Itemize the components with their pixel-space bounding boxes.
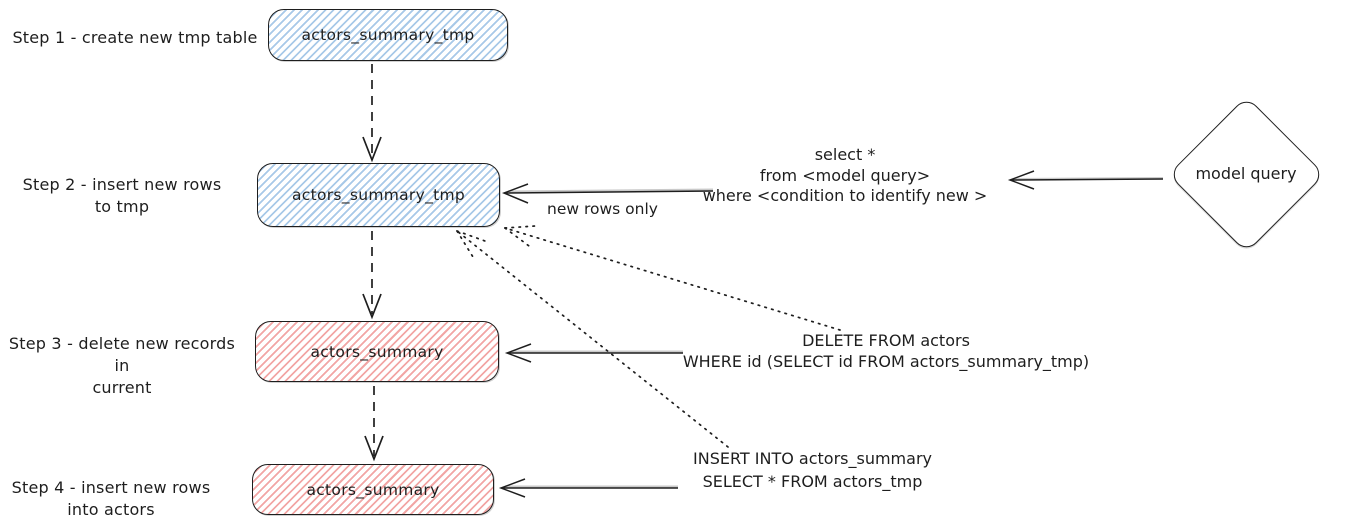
step1-label-line1: Step 1 - create new tmp table bbox=[12, 28, 258, 47]
insert-query-line1: INSERT INTO actors_summary bbox=[693, 449, 932, 468]
node-step4-actors-summary: actors_summary bbox=[252, 464, 494, 515]
select-query-line1: select * bbox=[814, 145, 876, 164]
node-step4-text: actors_summary bbox=[306, 480, 440, 499]
node-step2-text: actors_summary_tmp bbox=[291, 186, 466, 204]
step4-label-line2: into actors bbox=[67, 500, 155, 519]
arrow-select-to-step2 bbox=[501, 183, 714, 204]
annotation-select-query: select * from <model query> where <condi… bbox=[695, 145, 995, 207]
annotation-delete-query: DELETE FROM actors WHERE id (SELECT id F… bbox=[655, 331, 1117, 372]
arrow-step3-to-step4 bbox=[364, 386, 384, 462]
node-model-query-text: model query bbox=[1195, 164, 1297, 183]
delete-query-line2: WHERE id (SELECT id FROM actors_summary_… bbox=[682, 351, 1090, 371]
arrow-insert-to-step4 bbox=[498, 478, 678, 498]
node-step3-actors-summary: actors_summary bbox=[255, 321, 499, 382]
annotation-new-rows-only: new rows only bbox=[547, 200, 658, 218]
step3-label-line1: Step 3 - delete new records in bbox=[8, 334, 236, 375]
arrow-step2-to-step3 bbox=[362, 231, 382, 320]
arrow-step1-to-step2 bbox=[362, 64, 382, 163]
step2-label-line1: Step 2 - insert new rows bbox=[22, 175, 222, 194]
insert-query-line2: SELECT * FROM actors_tmp bbox=[702, 471, 923, 491]
delete-query-line1: DELETE FROM actors bbox=[802, 331, 970, 350]
step3-label: Step 3 - delete new records in current bbox=[2, 333, 242, 399]
step2-label-line2: to tmp bbox=[94, 197, 150, 216]
dotted-arrow-insert-to-step2 bbox=[456, 230, 729, 448]
node-step2-actors-summary-tmp: actors_summary_tmp bbox=[257, 163, 500, 227]
dotted-arrow-delete-to-step2 bbox=[504, 225, 841, 331]
node-step3-text: actors_summary bbox=[310, 342, 444, 361]
annotation-insert-query: INSERT INTO actors_summary SELECT * FROM… bbox=[660, 448, 965, 493]
node-step1-actors-summary-tmp: actors_summary_tmp bbox=[268, 9, 508, 61]
step2-label: Step 2 - insert new rows to tmp bbox=[8, 174, 236, 218]
arrow-delete-to-step3 bbox=[504, 343, 683, 363]
step1-label: Step 1 - create new tmp table bbox=[10, 27, 260, 49]
select-query-line3: where <condition to identify new > bbox=[702, 186, 988, 205]
step4-label-line1: Step 4 - insert new rows bbox=[11, 478, 211, 497]
step4-label: Step 4 - insert new rows into actors bbox=[0, 477, 222, 521]
arrow-diamond-to-select bbox=[1007, 170, 1164, 190]
select-query-line2: from <model query> bbox=[759, 165, 931, 185]
step3-label-line2: current bbox=[92, 378, 152, 397]
node-step1-text: actors_summary_tmp bbox=[301, 26, 475, 44]
